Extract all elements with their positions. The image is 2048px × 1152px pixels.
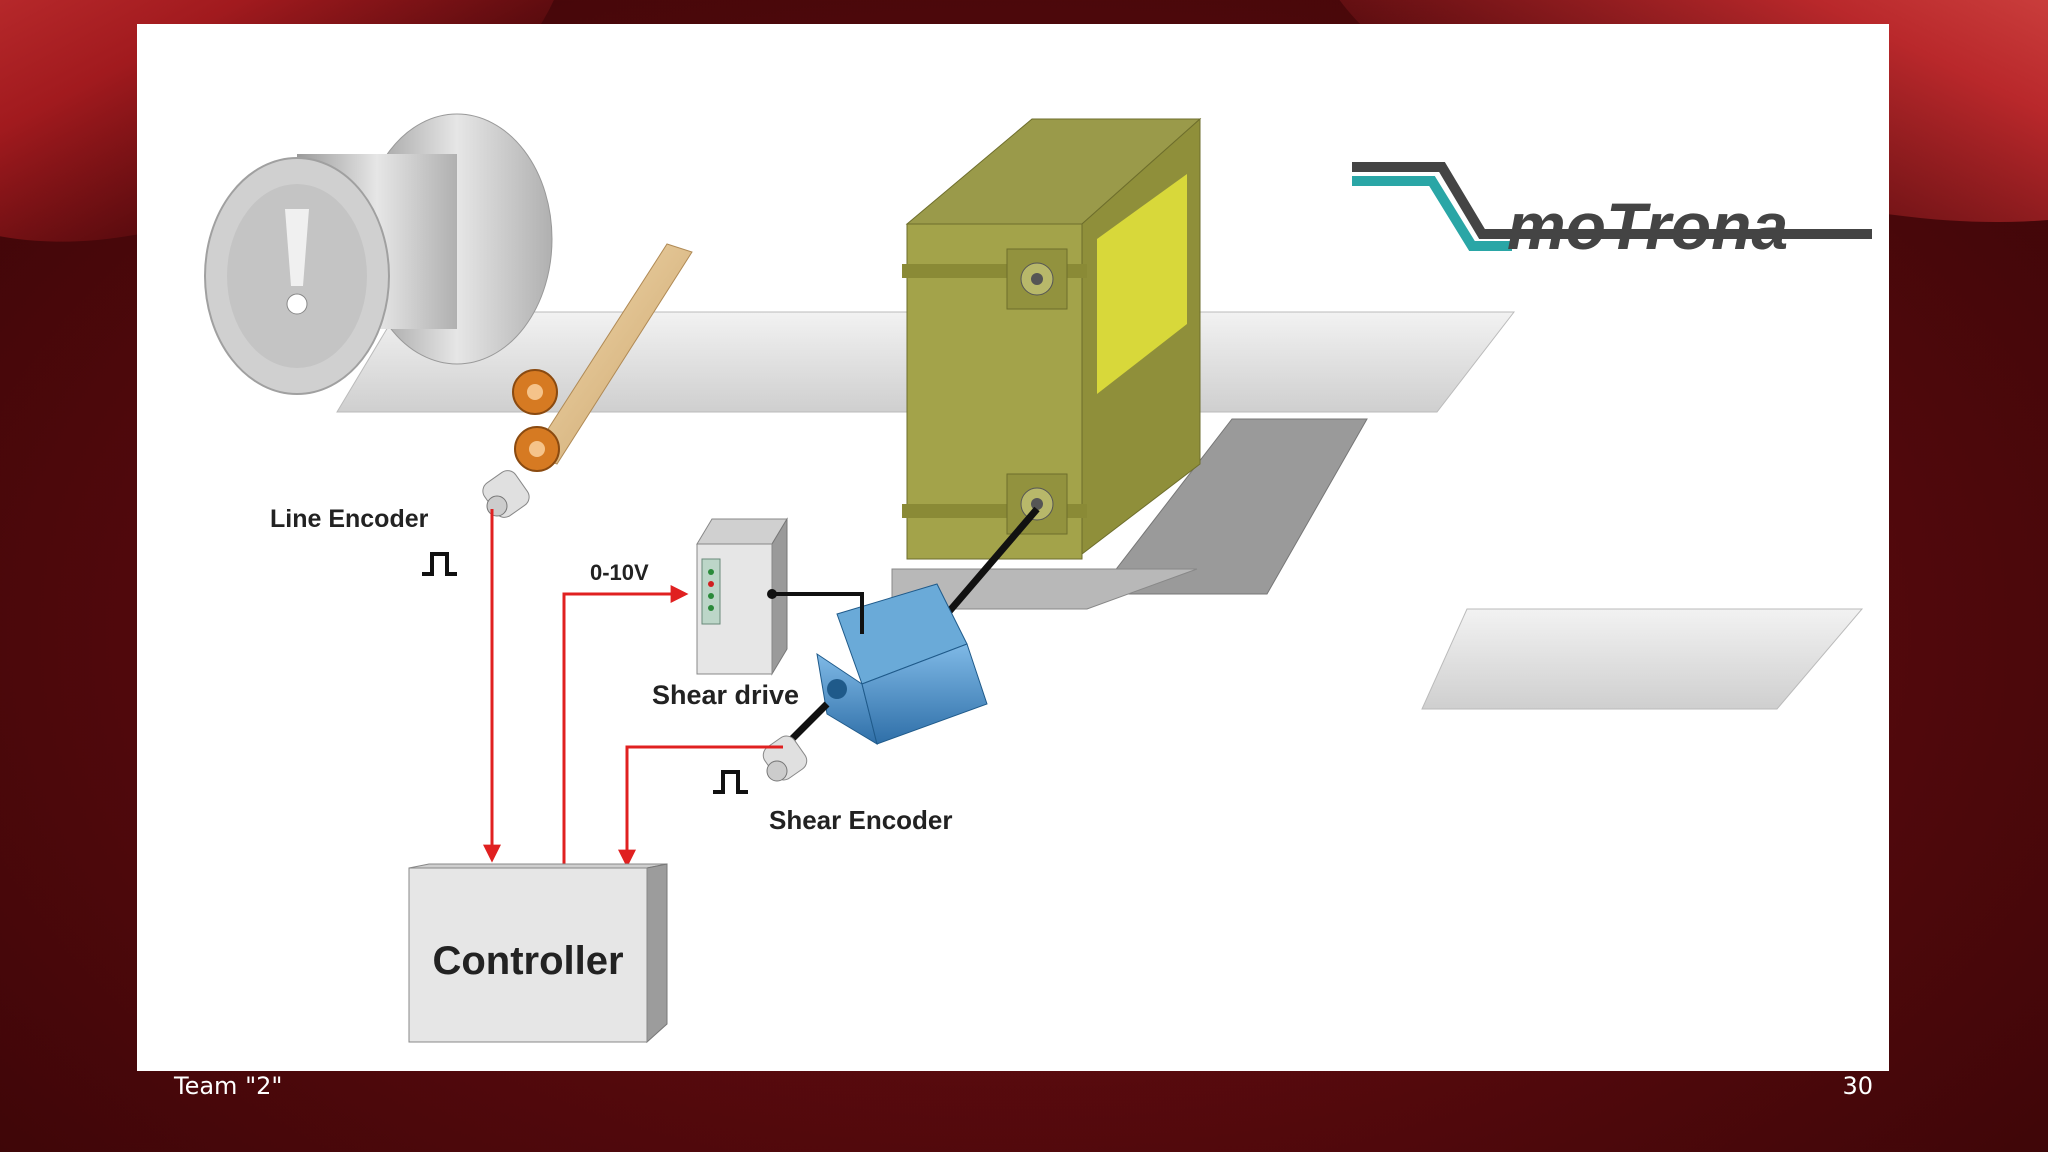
controller-label: Controller <box>432 939 623 983</box>
pulse-icon-line <box>422 552 457 576</box>
drive-to-motor-wire <box>772 592 864 634</box>
measuring-roller <box>512 243 693 472</box>
signal-lines <box>483 509 783 869</box>
shear-drive-unit <box>696 517 788 676</box>
logo-text: moTrona <box>1507 189 1788 263</box>
pulse-icon-shear <box>713 770 748 794</box>
line-encoder <box>482 470 530 518</box>
voltage-label: 0-10V <box>590 560 649 585</box>
motrona-logo: moTrona <box>1352 162 1872 263</box>
slide-page-number: 30 <box>1842 1072 1873 1100</box>
flying-shear-unit <box>891 117 1368 610</box>
diagram-panel: moTrona Controller Line Encoder 0-10V Sh… <box>137 24 1889 1071</box>
flying-shear-diagram: moTrona Controller Line Encoder 0-10V Sh… <box>204 113 1872 1044</box>
controller-box: Controller <box>408 863 668 1044</box>
footer-team-label: Team "2" <box>174 1072 283 1100</box>
line-encoder-label: Line Encoder <box>270 505 429 533</box>
cut-sheet <box>1421 608 1864 710</box>
shear-encoder-label: Shear Encoder <box>769 805 953 835</box>
shear-motor <box>789 583 988 746</box>
drive-shaft <box>944 506 1040 617</box>
coil-roll <box>204 113 553 395</box>
shear-encoder <box>762 735 808 782</box>
shear-drive-label: Shear drive <box>652 680 799 710</box>
